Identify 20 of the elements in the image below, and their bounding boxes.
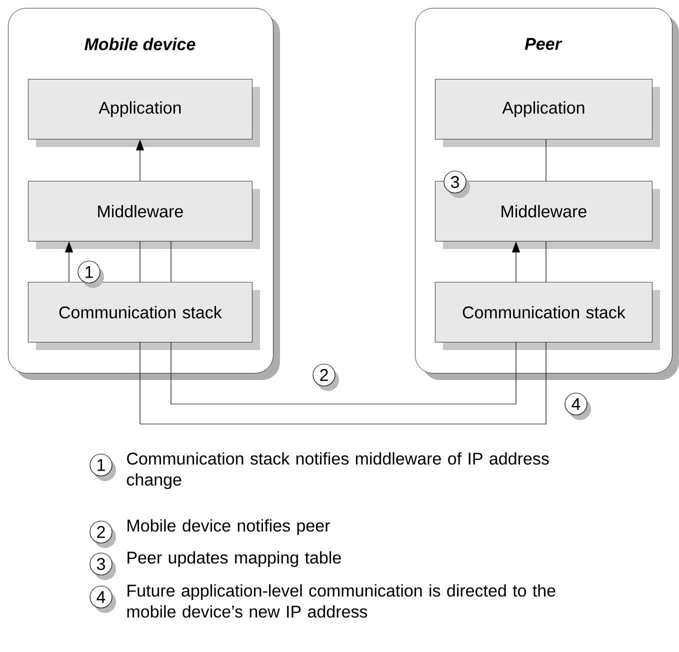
connector-line [170,342,516,404]
callout-number: 2 [312,364,339,391]
callout-number: 3 [444,170,470,198]
callout-number: 1 [78,260,104,288]
layer-box: Communication stack [435,282,660,350]
legend-text: Future application-level communication is directed to the mobile device’s new IP address [127,584,556,618]
connector-line [140,342,546,424]
legend-text: Mobile device notifies peer [128,519,330,536]
layer-box: Communication stack [28,282,260,350]
connector-line [170,241,172,282]
callout-number: 4 [90,586,116,613]
legend-text: Communication stack notifies middleware of IP address change [126,452,549,490]
layer-box: Middleware [28,181,260,249]
callout-number: 4 [564,392,591,420]
callout-number: 1 [90,454,116,481]
callout-number: 3 [90,552,116,580]
layer-box: Application [28,79,260,147]
legend-text: Peer updates mapping table [128,551,341,568]
callout-number: 2 [90,520,116,548]
layer-box: Application [435,79,660,147]
